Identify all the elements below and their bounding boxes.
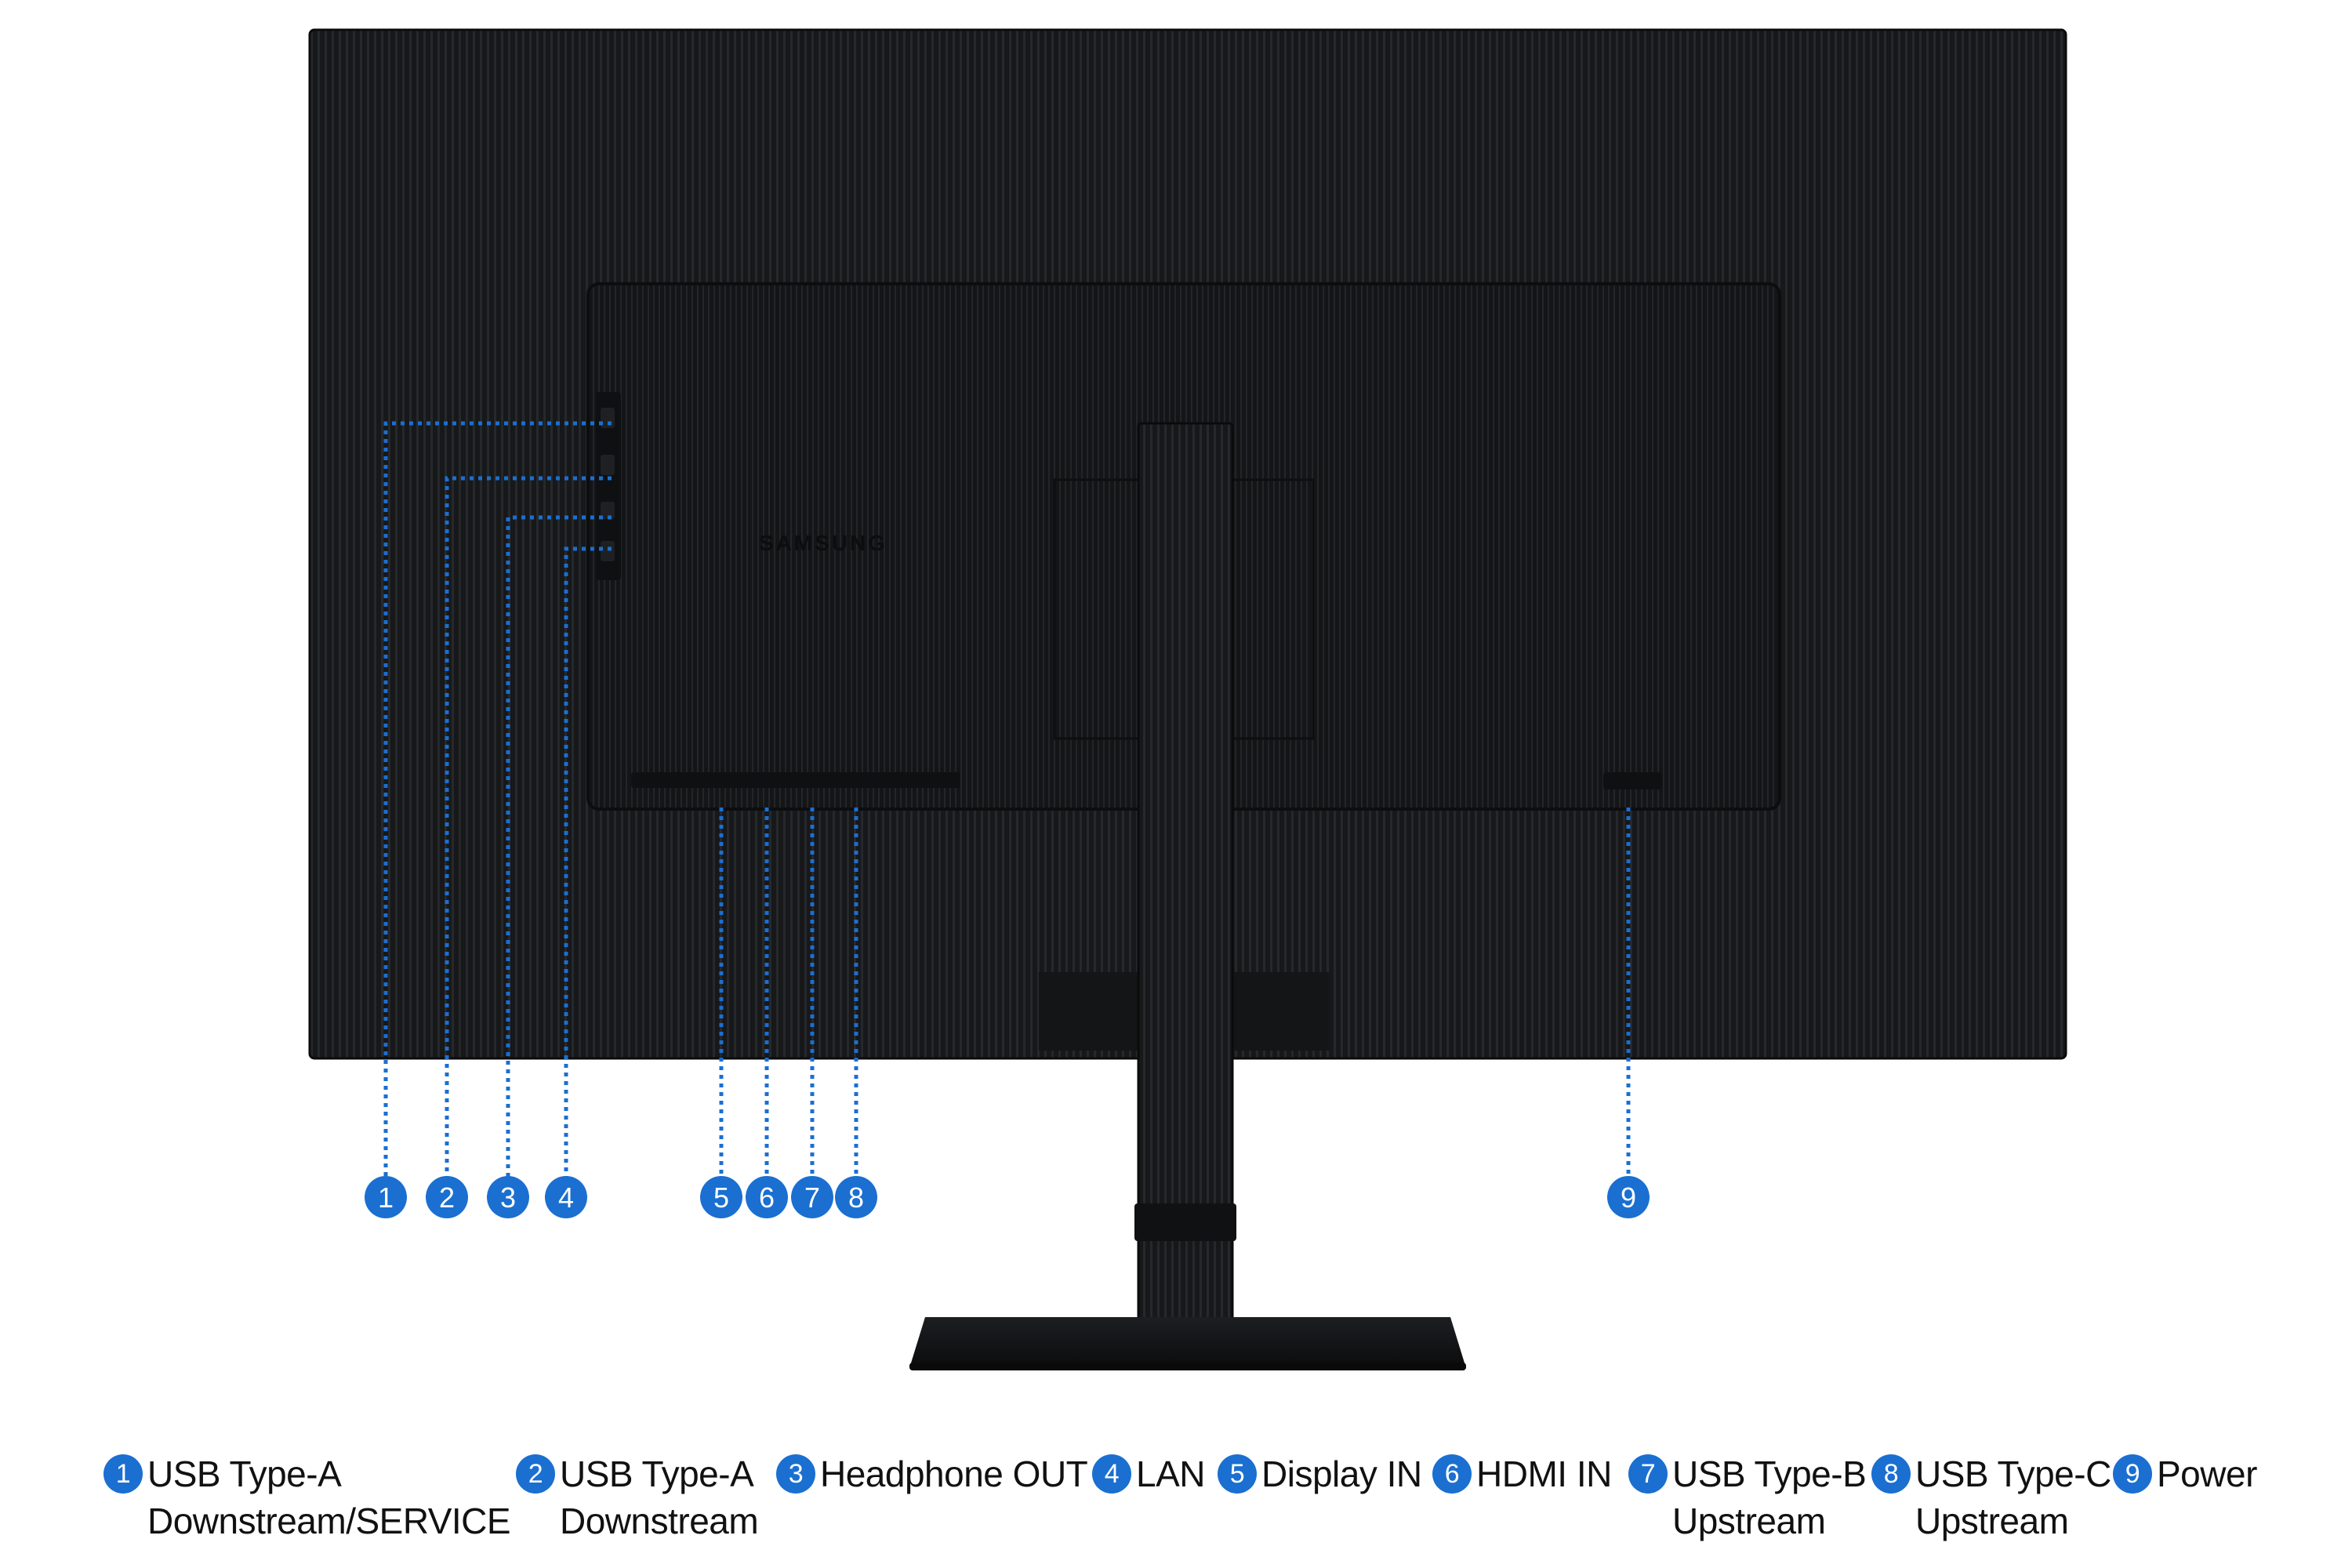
legend-line1: LAN [1136, 1454, 1205, 1494]
legend-line1: USB Type-C [1915, 1454, 2111, 1494]
legend-line2: Upstream [1672, 1501, 1826, 1541]
callout-badge-1 [365, 1176, 407, 1218]
legend-line1: HDMI IN [1476, 1454, 1612, 1494]
legend-badge: 1 [103, 1454, 143, 1494]
stand-base [909, 1317, 1466, 1368]
callout-badge-5 [700, 1176, 742, 1218]
callout-line-4 [564, 546, 612, 1192]
legend-line2: Downstream [560, 1501, 759, 1541]
callout-number-2: 2 [439, 1181, 455, 1214]
callout-number-8: 8 [848, 1181, 864, 1214]
legend-badge: 9 [2113, 1454, 2152, 1494]
legend-line1: USB Type-A [560, 1454, 754, 1494]
callout-badge-8 [835, 1176, 877, 1218]
callout-badge-9 [1607, 1176, 1650, 1218]
legend-badge: 8 [1871, 1454, 1911, 1494]
legend-badge: 6 [1432, 1454, 1472, 1494]
callout-number-1: 1 [378, 1181, 394, 1214]
legend-line1: Headphone OUT [820, 1454, 1088, 1494]
bottom-port-strip [631, 772, 960, 788]
callout-badge-4 [545, 1176, 587, 1218]
callout-number-4: 4 [558, 1181, 574, 1214]
power-port [1603, 772, 1662, 789]
callout-number-7: 7 [804, 1181, 820, 1214]
legend-line1: USB Type-A [147, 1454, 342, 1494]
callout-number-5: 5 [713, 1181, 729, 1214]
legend-line1: USB Type-B [1672, 1454, 1867, 1494]
callout-badge-2 [426, 1176, 468, 1218]
legend-line1: Power [2157, 1454, 2257, 1494]
callout-number-9: 9 [1621, 1181, 1636, 1214]
legend-badge: 5 [1218, 1454, 1257, 1494]
stand-clip [1134, 1203, 1236, 1241]
callout-number-3: 3 [500, 1181, 516, 1214]
callout-badge-6 [746, 1176, 788, 1218]
callout-number-6: 6 [759, 1181, 775, 1214]
brand-logo: SAMSUNG [759, 531, 887, 555]
legend-line2: Downstream/SERVICE [147, 1501, 511, 1541]
callout-line-1 [383, 421, 612, 1192]
side-port-panel [596, 392, 621, 580]
legend-line1: Display IN [1261, 1454, 1422, 1494]
legend-badge: 4 [1092, 1454, 1131, 1494]
callout-badge-3 [487, 1176, 529, 1218]
legend-badge: 3 [776, 1454, 815, 1494]
callout-line-3 [506, 515, 612, 1192]
legend-badge: 2 [516, 1454, 555, 1494]
legend-badge: 7 [1628, 1454, 1668, 1494]
callout-badge-7 [791, 1176, 833, 1218]
callout-line-2 [445, 476, 612, 1192]
legend-line2: Upstream [1915, 1501, 2069, 1541]
